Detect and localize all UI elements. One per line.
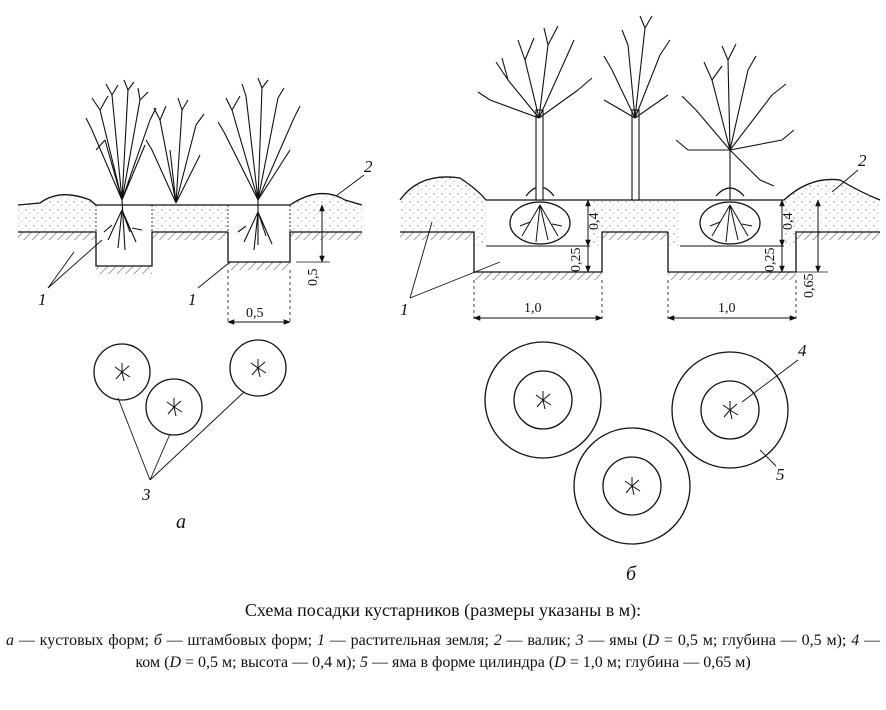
standard-tree-b3 xyxy=(675,43,795,200)
dim-b-bottom-left: 0,25 xyxy=(569,248,584,273)
dim-b-bottom-right: 0,25 xyxy=(763,248,778,273)
root-ball-b2 xyxy=(699,201,761,245)
bush-a3 xyxy=(217,77,301,251)
bush-a2 xyxy=(145,97,205,204)
pit-outline-a1 xyxy=(18,231,228,267)
standard-tree-b2 xyxy=(603,15,671,201)
bush-a1 xyxy=(85,79,157,251)
ground-line-a xyxy=(17,193,363,206)
subfig-label-a: а xyxy=(176,511,186,533)
part-a-section: 0,5 0,5 1 1 2 3 а xyxy=(17,77,373,533)
pit-plan-b2-outer xyxy=(573,427,691,545)
label-b-4: 4 xyxy=(798,341,807,360)
label-a-3: 3 xyxy=(141,485,151,504)
pit-plan-b1-outer xyxy=(484,341,602,459)
dim-b-ball-left: 0,4 xyxy=(587,213,602,231)
caption-title: Схема посадки кустарников (размеры указа… xyxy=(244,600,642,620)
topsoil-b xyxy=(400,176,880,272)
label-b-1: 1 xyxy=(400,300,409,319)
label-b-2: 2 xyxy=(858,151,867,170)
root-ball-b1 xyxy=(509,201,571,245)
pit-plan-a3 xyxy=(229,339,287,397)
ground-hatch-b xyxy=(400,232,880,280)
dim-b-ball-right: 0,4 xyxy=(781,213,796,231)
pit-plan-b1-inner xyxy=(513,370,573,430)
dim-a-width: 0,5 xyxy=(246,306,264,321)
label-a-1b: 1 xyxy=(188,290,197,309)
pit-plan-a1 xyxy=(93,343,151,401)
pit-plan-b3-outer xyxy=(671,351,789,469)
ground-hatch-a xyxy=(18,232,362,274)
label-b-5: 5 xyxy=(776,465,785,484)
label-a-1: 1 xyxy=(38,290,47,309)
label-a-2: 2 xyxy=(364,157,373,176)
planting-diagram: 0,5 0,5 1 1 2 3 а xyxy=(17,15,881,585)
caption-legend: а — кустовых форм; б — штамбовых форм; 1… xyxy=(6,632,881,671)
subfig-label-b: б xyxy=(626,563,637,585)
dim-b-width-left: 1,0 xyxy=(524,301,542,316)
dim-a-depth: 0,5 xyxy=(306,269,321,287)
standard-tree-b1 xyxy=(477,25,593,201)
ground-line-b xyxy=(399,176,881,201)
pit-outline-b1 xyxy=(400,231,668,273)
pit-plan-b2-inner xyxy=(602,456,662,516)
dim-b-depth: 0,65 xyxy=(802,274,817,299)
pit-plan-b3-inner xyxy=(700,380,760,440)
part-b-section: 0,4 0,25 0,4 0,25 0,65 1,0 1,0 1 2 xyxy=(399,15,881,585)
pit-plan-a2 xyxy=(145,378,203,436)
dim-b-width-right: 1,0 xyxy=(718,301,736,316)
topsoil-a xyxy=(18,193,362,266)
